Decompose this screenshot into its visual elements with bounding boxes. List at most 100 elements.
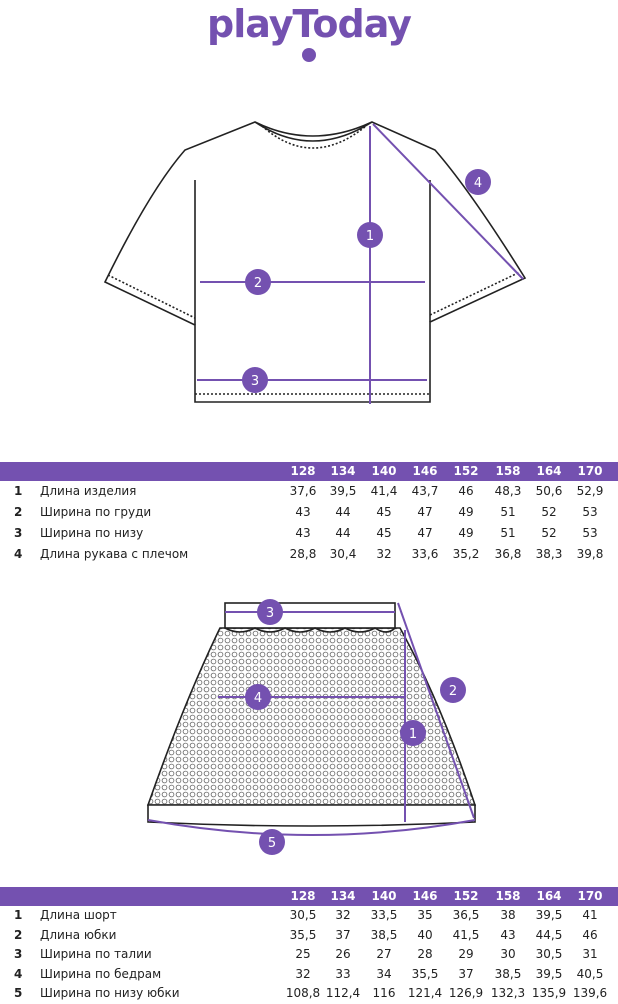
- row-label: Ширина по низу юбки: [40, 986, 180, 1000]
- value-cell: 39,8: [576, 547, 604, 561]
- value-cell: 43: [500, 927, 516, 942]
- svg-text:4: 4: [474, 176, 482, 191]
- value-cell: 35: [417, 908, 433, 922]
- size-146: 146: [412, 464, 438, 478]
- value-cell: 43: [295, 526, 311, 540]
- row-label: Длина рукава с плечом: [40, 547, 189, 561]
- value-cell: 30,5: [535, 947, 563, 961]
- value-cell: 30: [500, 947, 516, 961]
- value-cell: 27: [376, 947, 392, 961]
- value-cell: 44,5: [535, 927, 563, 942]
- value-cell: 28: [417, 947, 433, 961]
- size-128: 128: [290, 889, 316, 903]
- svg-text:2: 2: [254, 276, 262, 291]
- value-cell: 51: [500, 505, 516, 519]
- value-cell: 53: [582, 505, 598, 519]
- marker-2: 2: [245, 269, 271, 295]
- skirt-marker-1: 1: [400, 720, 426, 746]
- tshirt-measure-lines: [197, 123, 524, 404]
- value-cell: 26: [335, 947, 351, 961]
- value-cell: 37: [335, 927, 351, 942]
- value-cell: 116: [372, 986, 396, 1000]
- value-cell: 139,6: [572, 986, 608, 1000]
- row-label: Длина шорт: [40, 908, 117, 922]
- row-label: Длина изделия: [40, 484, 137, 498]
- value-cell: 41,4: [370, 484, 398, 498]
- value-cell: 33,6: [411, 547, 439, 561]
- svg-text:4: 4: [254, 691, 262, 706]
- value-cell: 32: [295, 966, 311, 981]
- value-cell: 44: [335, 526, 351, 540]
- size-158: 158: [495, 464, 521, 478]
- value-cell: 126,9: [448, 986, 484, 1000]
- row-label: Ширина по талии: [40, 947, 152, 961]
- size-134: 134: [330, 464, 356, 478]
- marker-1: 1: [357, 222, 383, 248]
- value-cell: 29: [458, 947, 474, 961]
- value-cell: 132,3: [490, 986, 526, 1000]
- svg-text:1: 1: [366, 229, 374, 244]
- row-number: 1: [14, 908, 23, 922]
- brand-logo: playToday: [207, 2, 412, 46]
- row-number: 1: [14, 484, 23, 498]
- value-cell: 36,8: [494, 547, 522, 561]
- tshirt-drawing: [103, 121, 527, 403]
- value-cell: 135,9: [531, 986, 567, 1000]
- value-cell: 35,2: [452, 547, 480, 561]
- row-number: 4: [14, 547, 23, 561]
- measure-markers: 1 2 3 4 1 2 3 4 5: [242, 169, 491, 855]
- value-cell: 108,8: [285, 986, 321, 1000]
- value-cell: 47: [417, 505, 433, 519]
- value-cell: 52: [541, 526, 557, 540]
- size-146: 146: [412, 889, 438, 903]
- size-158: 158: [495, 889, 521, 903]
- value-cell: 28,8: [289, 547, 317, 561]
- value-cell: 31: [582, 947, 598, 961]
- size-134: 134: [330, 889, 356, 903]
- marker-4: 4: [465, 169, 491, 195]
- skirt-drawing: [146, 602, 477, 827]
- value-cell: 35,5: [411, 966, 439, 981]
- value-cell: 37: [458, 966, 474, 981]
- value-cell: 39,5: [329, 484, 357, 498]
- svg-text:3: 3: [266, 606, 274, 621]
- row-label: Длина юбки: [40, 927, 117, 942]
- skirt-marker-5: 5: [259, 829, 285, 855]
- value-cell: 53: [582, 526, 598, 540]
- value-cell: 49: [458, 526, 474, 540]
- skirt-marker-4: 4: [245, 684, 271, 710]
- value-cell: 46: [458, 484, 474, 498]
- value-cell: 40: [417, 927, 433, 942]
- value-cell: 40,5: [576, 966, 604, 981]
- size-140: 140: [371, 889, 397, 903]
- value-cell: 36,5: [452, 908, 480, 922]
- row-label: Ширина по низу: [40, 526, 144, 540]
- row-number: 2: [14, 927, 23, 942]
- marker-3: 3: [242, 367, 268, 393]
- value-cell: 30,5: [289, 908, 317, 922]
- size-152: 152: [453, 464, 479, 478]
- value-cell: 38,5: [370, 927, 398, 942]
- size-128: 128: [290, 464, 316, 478]
- svg-text:1: 1: [409, 727, 417, 742]
- value-cell: 35,5: [289, 927, 317, 942]
- value-cell: 34: [376, 966, 392, 981]
- value-cell: 32: [376, 547, 392, 561]
- row-label: Ширина по бедрам: [40, 966, 162, 981]
- value-cell: 49: [458, 505, 474, 519]
- size-164: 164: [536, 464, 562, 478]
- value-cell: 47: [417, 526, 433, 540]
- size-152: 152: [453, 889, 479, 903]
- svg-text:2: 2: [449, 684, 457, 699]
- row-number: 4: [14, 966, 23, 981]
